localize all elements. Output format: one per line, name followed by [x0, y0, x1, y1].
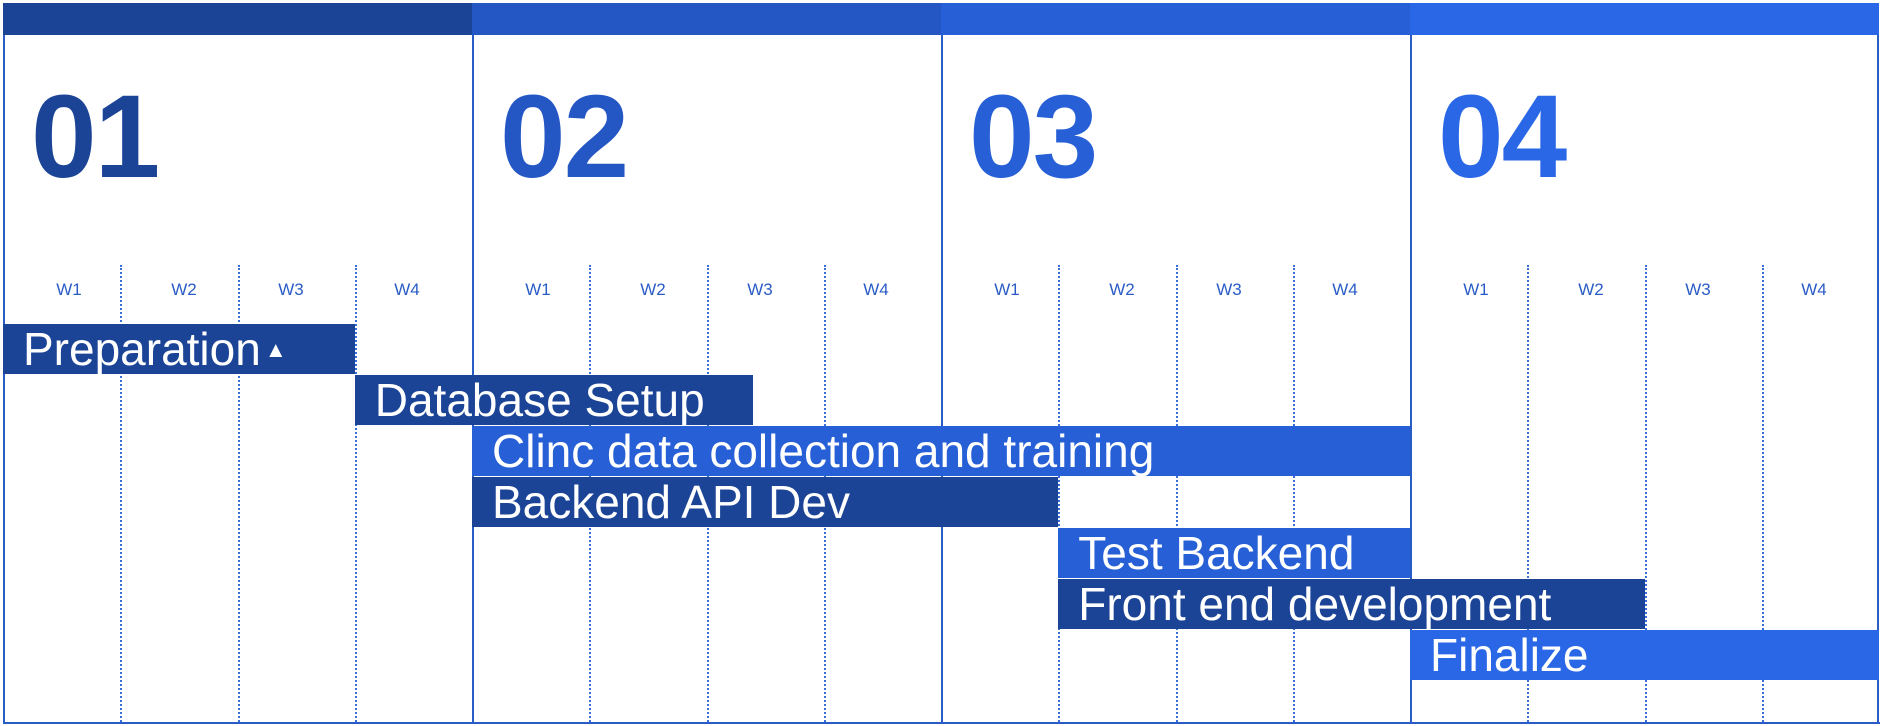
- week-divider: [1644, 265, 1647, 722]
- week-label: W4: [863, 280, 889, 299]
- week-divider: [1527, 265, 1530, 722]
- task-bar[interactable]: Clinc data collection and training: [472, 426, 1410, 476]
- task-bar[interactable]: Backend API Dev: [472, 476, 1059, 528]
- month-number: 03: [969, 71, 1098, 203]
- month-column-04: [1410, 3, 1879, 724]
- week-divider: [354, 265, 357, 722]
- week-label: W2: [1109, 280, 1135, 299]
- week-label: W3: [278, 280, 304, 299]
- task-bar[interactable]: Front end development: [1058, 578, 1645, 630]
- month-header-bar: [941, 3, 1410, 35]
- task-bar[interactable]: Test Backend: [1058, 528, 1410, 578]
- week-label: W4: [1801, 280, 1827, 299]
- week-label: W1: [525, 280, 551, 299]
- month-number: 02: [500, 71, 629, 203]
- task-label: Finalize: [1430, 629, 1589, 681]
- week-label: W1: [1463, 280, 1489, 299]
- task-label: Database Setup: [374, 374, 705, 426]
- caret-up-icon: ▲: [264, 337, 287, 362]
- week-label: W3: [1685, 280, 1711, 299]
- month-column-02: [472, 3, 941, 724]
- week-divider: [120, 265, 123, 722]
- week-label: W4: [1332, 280, 1358, 299]
- task-label: Test Backend: [1078, 527, 1355, 579]
- week-divider: [237, 265, 240, 722]
- week-divider: [1761, 265, 1764, 722]
- week-label: W4: [394, 280, 420, 299]
- week-divider: [1292, 265, 1295, 722]
- month-header-bar: [472, 3, 941, 35]
- week-label: W1: [994, 280, 1020, 299]
- task-label: Clinc data collection and training: [492, 425, 1155, 477]
- task-bar[interactable]: Preparation▲: [3, 324, 355, 374]
- task-label: Backend API Dev: [492, 476, 850, 528]
- week-divider: [1058, 265, 1061, 722]
- task-label: Front end development: [1078, 578, 1552, 630]
- week-label: W2: [640, 280, 666, 299]
- task-bar[interactable]: Finalize: [1410, 630, 1879, 680]
- month-column-03: [941, 3, 1410, 724]
- week-label: W3: [1216, 280, 1242, 299]
- chart-bottom-border: [3, 722, 1880, 724]
- week-label: W1: [56, 280, 82, 299]
- week-divider: [1175, 265, 1178, 722]
- task-bar[interactable]: Database Setup: [354, 374, 754, 426]
- month-header-bar: [3, 3, 472, 35]
- week-label: W2: [171, 280, 197, 299]
- month-header-bar: [1410, 3, 1879, 35]
- week-label: W2: [1578, 280, 1604, 299]
- month-number: 04: [1438, 71, 1567, 203]
- week-label: W3: [747, 280, 773, 299]
- month-number: 01: [31, 71, 160, 203]
- task-label: Preparation: [23, 323, 261, 375]
